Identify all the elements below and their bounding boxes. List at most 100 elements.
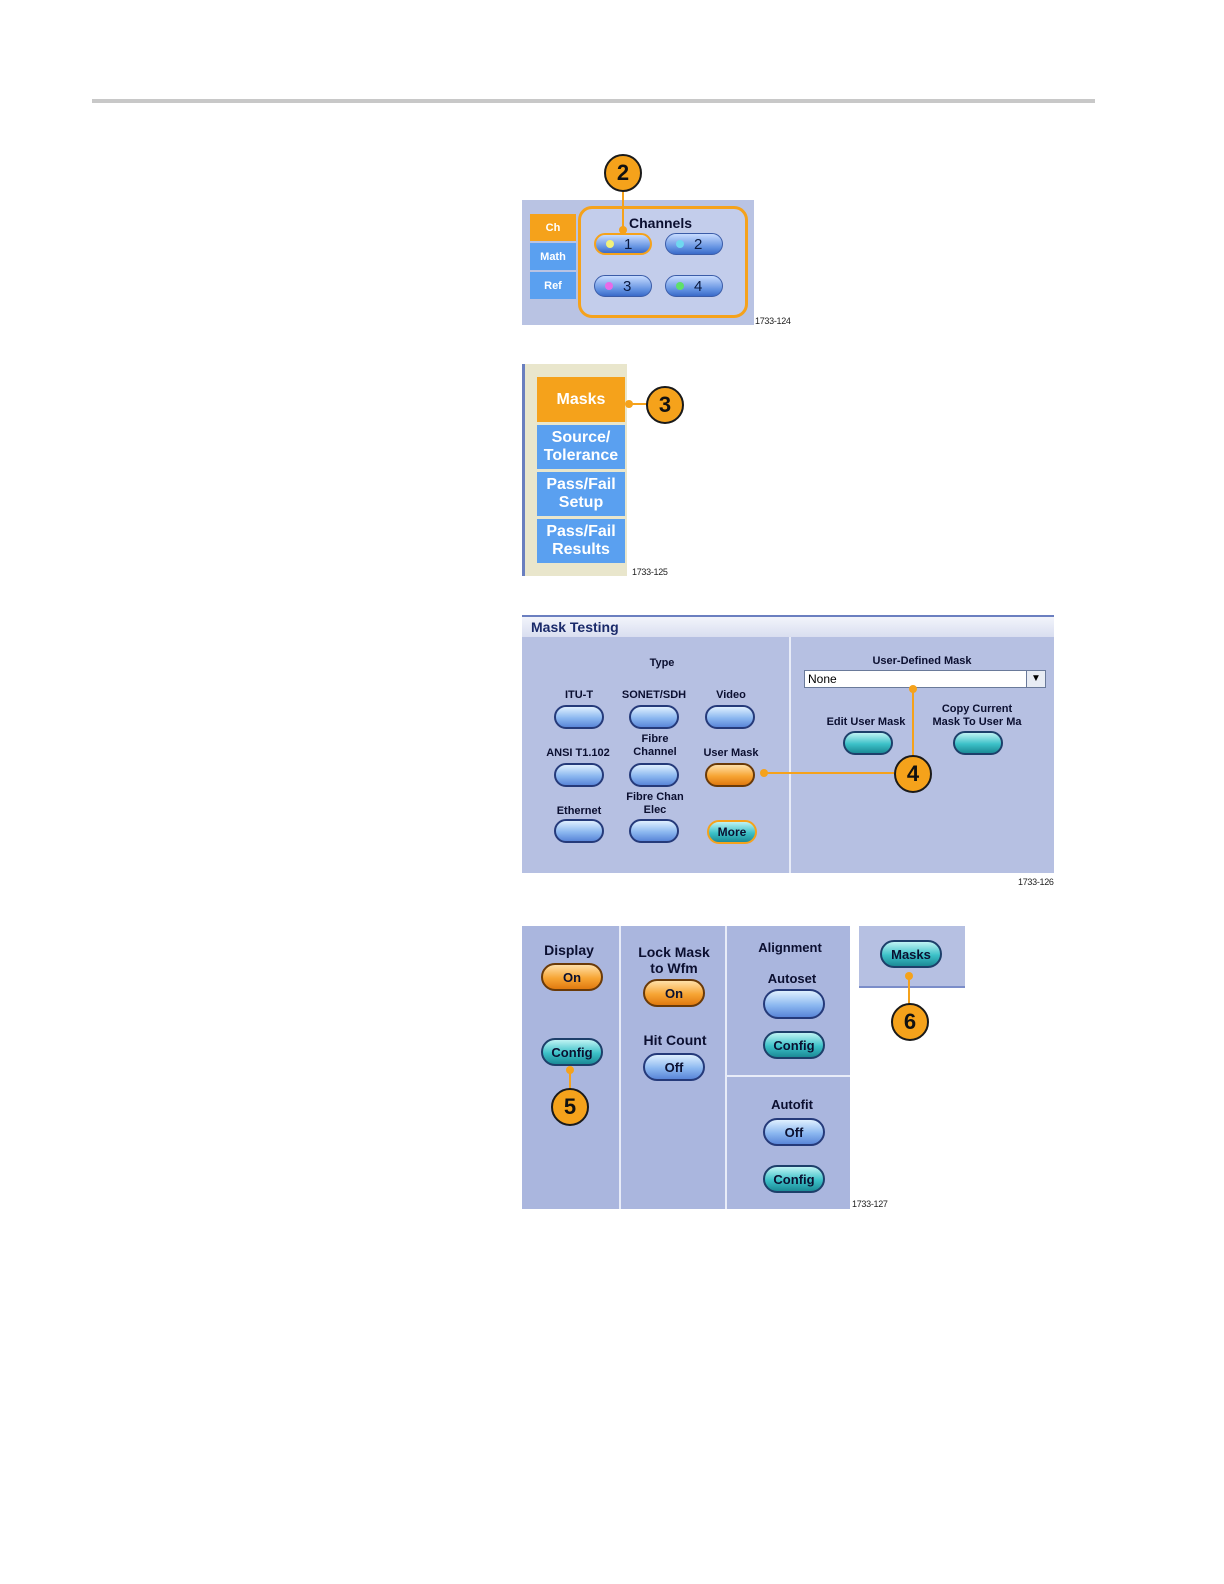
menu-item-masks-label: Masks	[556, 390, 606, 408]
user-mask-label: User Mask	[703, 747, 759, 759]
fibre-chan-elec-button[interactable]	[629, 819, 679, 843]
figure-id-3: 1733-126	[1018, 877, 1054, 887]
hit-count-label: Hit Count	[643, 1032, 707, 1048]
callout-5-leader	[569, 1070, 571, 1090]
masks-button-label: Masks	[891, 946, 931, 962]
itu-t-button[interactable]	[554, 705, 604, 729]
masks-button-panel: Masks	[859, 926, 965, 988]
menu-item-pass-fail-setup[interactable]: Pass/Fail Setup	[537, 472, 625, 516]
channel-3-indicator	[605, 282, 613, 290]
edit-user-mask-label: Edit User Mask	[826, 716, 906, 728]
menu-item-pf-setup-line1: Pass/Fail	[546, 476, 616, 493]
menu-item-masks[interactable]: Masks	[537, 377, 625, 422]
channel-4-label: 4	[694, 277, 703, 295]
tab-ref[interactable]: Ref	[530, 272, 576, 299]
user-defined-mask-label: User-Defined Mask	[872, 655, 972, 667]
sonet-sdh-label: SONET/SDH	[621, 689, 687, 701]
channel-1-button[interactable]: 1	[594, 233, 652, 255]
alignment-config-button[interactable]: Config	[763, 1031, 825, 1059]
sonet-sdh-button[interactable]	[629, 705, 679, 729]
lock-mask-line1: Lock Mask	[638, 944, 710, 960]
autoset-button[interactable]	[763, 989, 825, 1019]
display-value: On	[562, 969, 582, 985]
ethernet-button[interactable]	[554, 819, 604, 843]
callout-3-leader	[629, 403, 649, 405]
lock-mask-value: On	[664, 985, 684, 1001]
ansi-button[interactable]	[554, 763, 604, 787]
user-defined-mask-select[interactable]: None ▼	[804, 670, 1046, 688]
lock-mask-line2: to Wfm	[650, 960, 698, 976]
menu-item-pass-fail-results[interactable]: Pass/Fail Results	[537, 519, 625, 563]
masks-button[interactable]: Masks	[880, 940, 942, 968]
copy-current-mask-button[interactable]	[953, 731, 1003, 755]
fibre-channel-button[interactable]	[629, 763, 679, 787]
callout-5: 5	[551, 1088, 589, 1126]
channels-title: Channels	[629, 215, 693, 231]
source-tabs: Ch Math Ref	[530, 214, 576, 302]
channel-4-indicator	[676, 282, 684, 290]
video-label: Video	[716, 689, 746, 701]
figure-id-2: 1733-125	[632, 567, 668, 577]
itu-t-label: ITU-T	[564, 689, 594, 701]
edit-user-mask-button[interactable]	[843, 731, 893, 755]
callout-4-leader-vertical	[912, 689, 914, 757]
callout-4-leader-horizontal	[764, 772, 894, 774]
fibre-chan-elec-label: Fibre Chan Elec	[616, 791, 694, 817]
mask-side-menu: Masks Source/ Tolerance Pass/Fail Setup …	[522, 364, 627, 576]
channel-3-label: 3	[623, 277, 632, 295]
mask-controls-panel: Display On Config Lock Mask to Wfm On Hi…	[522, 926, 850, 1209]
autofit-config-label: Config	[773, 1171, 815, 1187]
fibre-channel-line2: Channel	[633, 746, 677, 758]
display-label: Display	[544, 942, 594, 958]
more-button-label: More	[717, 825, 747, 839]
dropdown-arrow-icon[interactable]: ▼	[1026, 671, 1045, 687]
tab-ch[interactable]: Ch	[530, 214, 576, 241]
channel-1-indicator	[606, 240, 614, 248]
copy-current-line2: Mask To User Ma	[932, 716, 1022, 728]
ethernet-label: Ethernet	[556, 805, 602, 817]
channels-panel: Ch Math Ref Channels 1 2 3 4	[522, 200, 754, 325]
header-rule	[92, 99, 1095, 103]
display-toggle[interactable]: On	[541, 963, 603, 991]
column-divider-1	[619, 926, 621, 1209]
hit-count-value: Off	[664, 1059, 684, 1075]
autofit-config-button[interactable]: Config	[763, 1165, 825, 1193]
alignment-label: Alignment	[758, 940, 822, 955]
hit-count-toggle[interactable]: Off	[643, 1053, 705, 1081]
menu-item-source-label: Source/	[551, 429, 611, 446]
panel-divider	[789, 637, 791, 873]
callout-2-leader	[622, 192, 624, 230]
fibre-chan-elec-line1: Fibre Chan	[626, 791, 684, 803]
callout-2-anchor	[619, 226, 627, 234]
lock-mask-toggle[interactable]: On	[643, 979, 705, 1007]
autofit-label: Autofit	[771, 1097, 813, 1112]
menu-item-tolerance-label: Tolerance	[543, 447, 619, 464]
callout-3: 3	[646, 386, 684, 424]
display-config-button[interactable]: Config	[541, 1038, 603, 1066]
mask-testing-panel: Mask Testing Type ITU-T SONET/SDH Video …	[522, 615, 1054, 873]
callout-6: 6	[891, 1003, 929, 1041]
tab-math[interactable]: Math	[530, 243, 576, 270]
video-button[interactable]	[705, 705, 755, 729]
lock-mask-label: Lock Mask to Wfm	[626, 944, 722, 976]
alignment-config-label: Config	[773, 1037, 815, 1053]
channel-4-button[interactable]: 4	[665, 275, 723, 297]
menu-item-source-tolerance[interactable]: Source/ Tolerance	[537, 425, 625, 469]
channel-1-label: 1	[624, 235, 633, 253]
more-button[interactable]: More	[707, 820, 757, 844]
column-divider-2	[725, 926, 727, 1209]
figure-id-4: 1733-127	[852, 1199, 888, 1209]
autoset-label: Autoset	[767, 971, 817, 986]
channel-2-button[interactable]: 2	[665, 233, 723, 255]
channel-3-button[interactable]: 3	[594, 275, 652, 297]
user-defined-mask-value: None	[808, 672, 837, 686]
type-label: Type	[649, 657, 675, 669]
fibre-channel-line1: Fibre	[641, 733, 669, 745]
copy-current-line1: Copy Current	[941, 703, 1013, 715]
menu-item-pf-results-line1: Pass/Fail	[546, 523, 616, 540]
mask-testing-title: Mask Testing	[522, 615, 1054, 637]
user-mask-button[interactable]	[705, 763, 755, 787]
figure-id-1: 1733-124	[755, 316, 791, 326]
autofit-toggle[interactable]: Off	[763, 1118, 825, 1146]
channel-2-label: 2	[694, 235, 703, 253]
